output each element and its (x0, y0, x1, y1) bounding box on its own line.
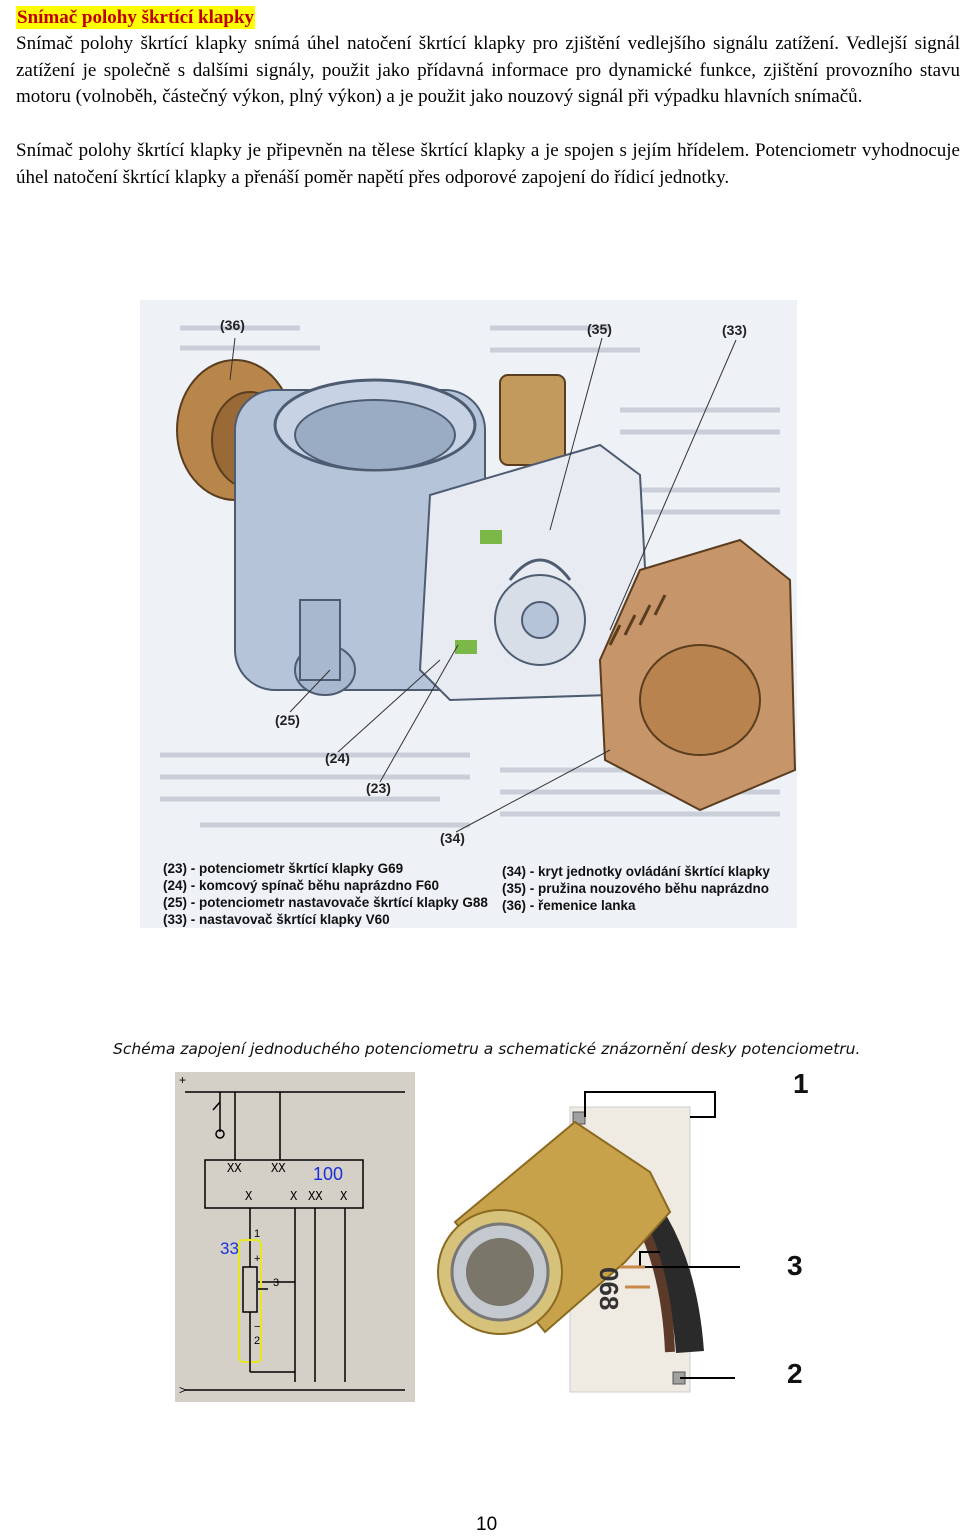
board-drawing: 068 (437, 1091, 740, 1393)
legend-item-23: (23) - potenciometr škrtící klapky G69 (163, 861, 404, 876)
svg-text:XX: XX (308, 1189, 323, 1203)
pin1-label: 1 (254, 1228, 260, 1240)
throttle-body-figure: (36) (35) (33) (25) (24) (23) (34) (23) … (140, 300, 797, 928)
figure-2-title: Schéma zapojení jednoduchého potenciomet… (113, 1040, 861, 1058)
callout-35: (35) (587, 321, 612, 337)
pin-label-1: 1 (793, 1068, 809, 1099)
unit-number: 100 (313, 1164, 343, 1184)
svg-text:X: X (340, 1189, 348, 1203)
leader-lines (229, 337, 737, 833)
potentiometer-board-photo: 068 1 3 2 (425, 1062, 820, 1402)
svg-text:X: X (245, 1189, 253, 1203)
legend-left: (23) - potenciometr škrtící klapky G69 (… (163, 860, 488, 928)
control-unit-plate (418, 443, 652, 702)
legend-item-35: (35) - pružina nouzového běhu naprázdno (502, 881, 770, 896)
legend-item-36: (36) - řemenice lanka (502, 898, 636, 913)
pin-label-2: 2 (787, 1358, 803, 1389)
callout-24: (24) (325, 750, 350, 766)
throttle-body-drawing (160, 325, 797, 833)
page-number: 10 (476, 1514, 498, 1535)
callout-34: (34) (440, 830, 465, 846)
legend-item-25: (25) - potenciometr nastavovače škrtící … (163, 895, 488, 910)
paragraph-2: Snímač polohy škrtící klapky je připevně… (16, 140, 960, 188)
svg-text:>: > (179, 1383, 186, 1397)
svg-text:+: + (179, 1073, 186, 1087)
minus-label: − (254, 1321, 260, 1333)
plus-label: + (254, 1253, 260, 1265)
callout-25: (25) (275, 712, 300, 728)
svg-text:XX: XX (227, 1161, 242, 1175)
callout-23: (23) (366, 780, 391, 796)
component-number: 33 (220, 1239, 239, 1258)
control-unit-cover (598, 538, 797, 812)
board-marking: 068 (594, 1267, 624, 1310)
pin2-label: 2 (254, 1335, 260, 1347)
pin3-label: 3 (273, 1277, 279, 1289)
svg-text:XX: XX (271, 1161, 286, 1175)
paragraph-1: Snímač polohy škrtící klapky snímá úhel … (16, 33, 960, 107)
legend-item-33: (33) - nastavovač škrtící klapky V60 (163, 912, 390, 927)
section-heading: Snímač polohy škrtící klapky (16, 6, 256, 29)
pin-label-3: 3 (787, 1250, 803, 1281)
callout-33: (33) (722, 322, 747, 338)
legend-item-24: (24) - komcový spínač běhu naprázdno F60 (163, 878, 440, 893)
legend-item-34: (34) - kryt jednotky ovládání škrtící kl… (502, 864, 770, 879)
legend-right: (34) - kryt jednotky ovládání škrtící kl… (502, 863, 770, 914)
callout-36: (36) (220, 317, 245, 333)
svg-text:X: X (290, 1189, 298, 1203)
